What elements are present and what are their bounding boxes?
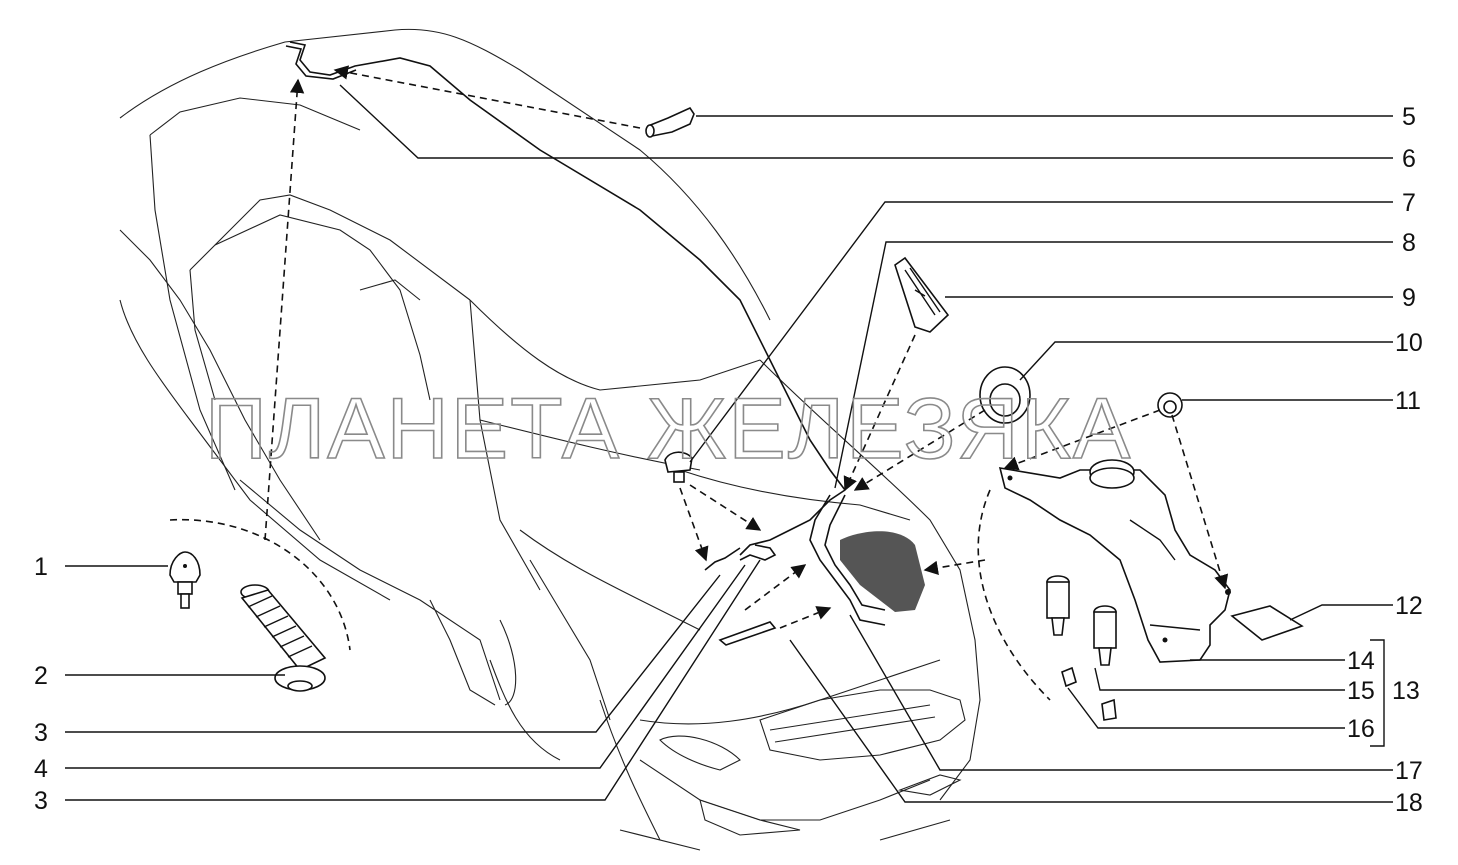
callout-13: 13 — [1392, 677, 1420, 705]
callout-8: 8 — [1402, 229, 1416, 257]
callout-4: 4 — [34, 755, 48, 783]
plug-parts-15-16 — [1061, 666, 1117, 721]
callout-3a: 3 — [34, 719, 48, 747]
filler-grommet-part-10 — [979, 366, 1031, 424]
callout-leaders — [65, 84, 1393, 803]
callout-labels: 1 2 3 4 3 5 6 7 8 9 10 11 12 13 14 15 16… — [34, 103, 1423, 817]
callout-12: 12 — [1395, 592, 1423, 620]
assembly-arrows — [264, 65, 1229, 629]
callout-15: 15 — [1347, 677, 1375, 705]
callout-14: 14 — [1347, 647, 1375, 675]
callout-11: 11 — [1395, 387, 1421, 415]
grommet-part-2 — [240, 584, 327, 692]
callout-18: 18 — [1395, 789, 1423, 817]
callout-2: 2 — [34, 662, 48, 690]
callout-9: 9 — [1402, 284, 1416, 312]
callout-6: 6 — [1402, 145, 1416, 173]
callout-7: 7 — [1402, 189, 1416, 217]
pump-grommet-part-11 — [1157, 392, 1183, 418]
washer-reservoir — [998, 459, 1231, 663]
callout-16: 16 — [1347, 715, 1375, 743]
hose-connector-part-5 — [645, 106, 695, 138]
callout-10: 10 — [1395, 329, 1423, 357]
separator-arc-right — [977, 489, 1051, 701]
seal-pad-part-12 — [1230, 605, 1304, 641]
hood-patch — [840, 531, 925, 612]
washer-pump-part-14 — [1046, 575, 1117, 666]
hose-clip-part-18 — [718, 621, 777, 646]
callout-3b: 3 — [34, 787, 48, 815]
cover-part-9 — [894, 256, 950, 333]
separator-arc-left — [169, 518, 351, 651]
callout-5: 5 — [1402, 103, 1416, 131]
callout-1: 1 — [34, 553, 48, 581]
watermark-text: ПЛАНЕТА ЖЕЛЕЗЯКА — [205, 381, 1132, 477]
callout-17: 17 — [1395, 757, 1423, 785]
washer-nozzle-part-1 — [169, 551, 201, 609]
windshield-nozzle — [664, 451, 693, 483]
car-body-outline — [119, 28, 981, 851]
washer-hoses — [285, 41, 886, 626]
